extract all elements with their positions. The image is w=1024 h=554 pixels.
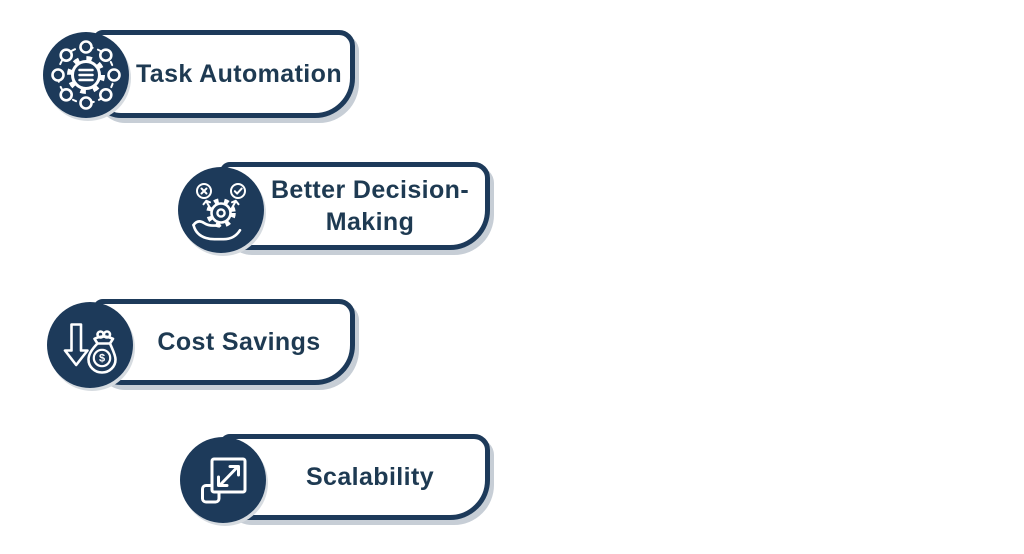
benefit-label: Better Decision-Making — [270, 176, 470, 236]
benefit-card: Scalability — [220, 434, 490, 520]
benefit-label: Task Automation — [135, 60, 342, 88]
decision-hand-gear-icon — [177, 166, 265, 254]
money-bag-down-arrow-icon: $ — [46, 301, 134, 389]
automation-gear-network-icon — [42, 31, 130, 119]
benefit-label: Scalability — [305, 463, 435, 491]
scalability-expand-squares-icon — [179, 436, 267, 524]
benefit-card: Better Decision-Making — [220, 162, 490, 250]
benefit-label: Cost Savings — [157, 328, 321, 356]
dollar-sign: $ — [99, 353, 105, 365]
benefit-card: Cost Savings — [93, 299, 355, 385]
benefit-card: Task Automation — [93, 30, 355, 118]
